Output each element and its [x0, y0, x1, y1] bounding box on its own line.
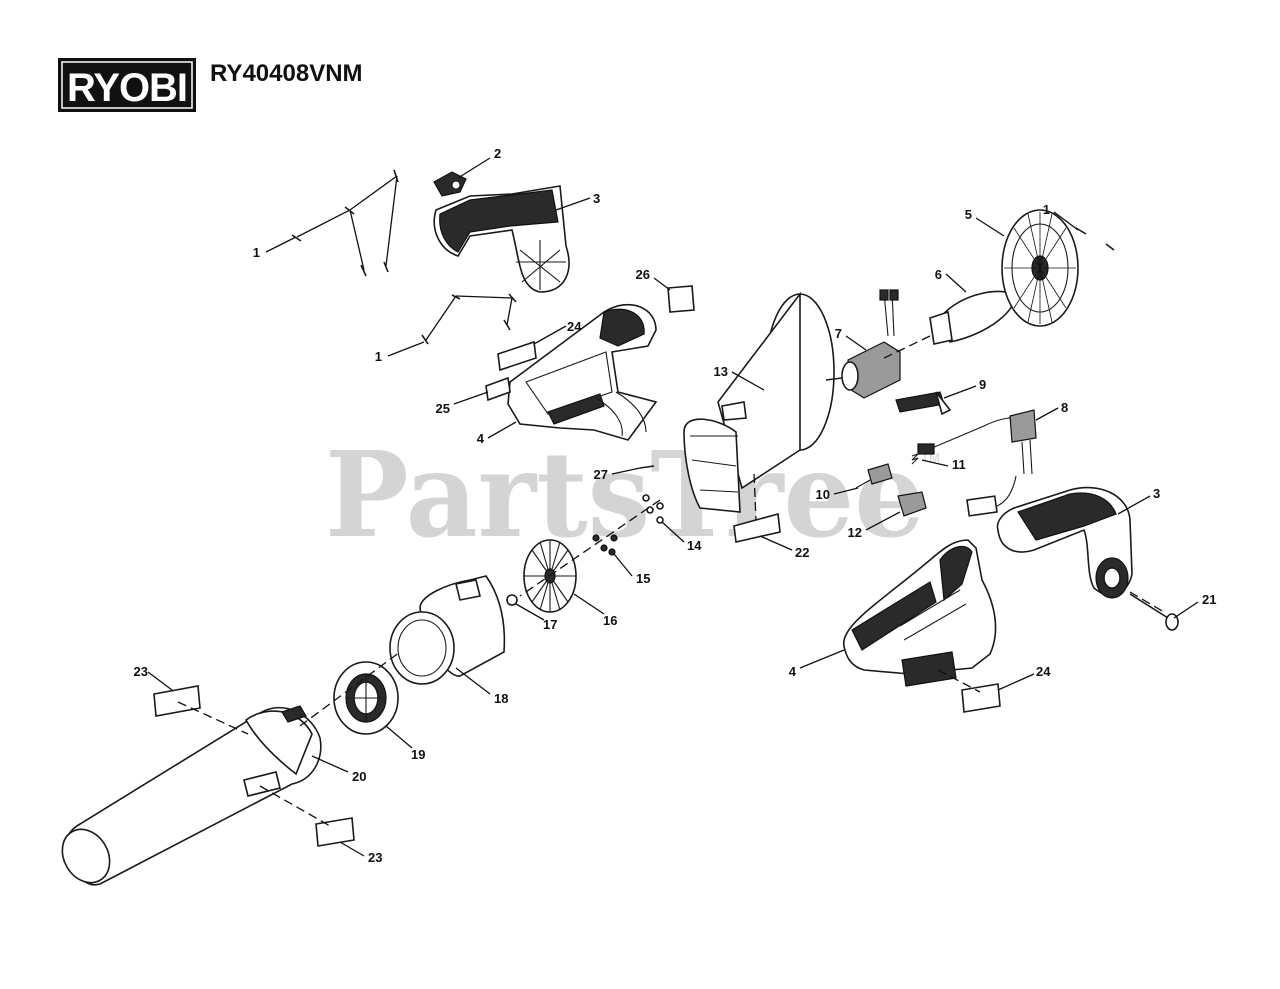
part-12-trigger — [897, 491, 927, 517]
callout-4: 4 — [477, 431, 485, 446]
part-23-label-bottom — [315, 817, 355, 847]
callout-3: 3 — [593, 191, 600, 206]
part-4-housing-right — [843, 539, 997, 687]
part-23-label-top — [153, 685, 201, 717]
callout-7: 7 — [835, 326, 842, 341]
part-6-nose-cone — [929, 290, 1016, 345]
callout-1: 1 — [253, 245, 260, 260]
logo-inner-border — [61, 61, 193, 109]
callout-12: 12 — [848, 525, 862, 540]
part-11-spring — [911, 453, 919, 465]
callout-15: 15 — [636, 571, 650, 586]
part-25-label — [485, 376, 511, 402]
part-17-nut — [506, 594, 518, 606]
part-4-housing-left-top — [507, 303, 658, 441]
logo-background — [58, 58, 196, 112]
callout-4: 4 — [789, 664, 797, 679]
part-5-grille — [1001, 209, 1079, 327]
callout-23: 23 — [134, 664, 148, 679]
part-22-label — [733, 512, 781, 543]
brand-logo: RYOBI — [58, 58, 196, 112]
callout-10: 10 — [816, 487, 830, 502]
part-14-nuts — [642, 494, 664, 524]
callout-labels: 1 2 3 1 24 25 4 26 13 7 6 5 1 9 8 11 10 … — [134, 146, 1217, 865]
part-26-label — [667, 285, 695, 313]
callout-leader-lines — [147, 157, 1199, 857]
assembly-axis-lines — [177, 335, 1165, 827]
part-3-handle-top — [433, 185, 570, 293]
part-9-bracket — [895, 391, 952, 416]
callout-11: 11 — [952, 457, 966, 472]
callout-6: 6 — [935, 267, 942, 282]
part-10-switch — [855, 463, 893, 489]
part-3-handle-right — [996, 486, 1133, 599]
callout-3: 3 — [1153, 486, 1160, 501]
callout-16: 16 — [603, 613, 617, 628]
part-8-wiring-harness — [917, 409, 1037, 517]
callout-9: 9 — [979, 377, 986, 392]
callout-20: 20 — [352, 769, 366, 784]
callout-21: 21 — [1202, 592, 1216, 607]
part-15-screws — [592, 534, 618, 556]
part-20-nozzle — [61, 705, 322, 886]
callout-26: 26 — [636, 267, 650, 282]
callout-13: 13 — [714, 364, 728, 379]
callout-24: 24 — [1036, 664, 1051, 679]
callout-27: 27 — [594, 467, 608, 482]
part-24-label-bottom — [961, 683, 1001, 713]
model-number: RY40408VNM — [210, 60, 363, 87]
part-1-screws-middle-group — [421, 293, 517, 345]
part-24-label-top — [497, 340, 537, 372]
watermark-text: PartsTree — [325, 425, 925, 564]
callout-24: 24 — [567, 319, 582, 334]
callout-2: 2 — [494, 146, 501, 161]
part-7-motor — [825, 289, 901, 399]
callout-17: 17 — [543, 617, 557, 632]
callout-18: 18 — [494, 691, 508, 706]
callout-25: 25 — [436, 401, 450, 416]
callout-14: 14 — [687, 538, 702, 553]
part-1-screws-right-group — [1075, 227, 1115, 251]
part-19-ring — [333, 661, 399, 735]
callout-1: 1 — [375, 349, 382, 364]
part-27-pin — [639, 465, 655, 469]
part-21-bolt — [1129, 593, 1179, 631]
part-18-tube — [389, 575, 506, 685]
callout-1: 1 — [1043, 202, 1050, 217]
callout-23: 23 — [368, 850, 382, 865]
callout-8: 8 — [1061, 400, 1068, 415]
logo-text: RYOBI — [67, 66, 187, 110]
callout-19: 19 — [411, 747, 425, 762]
callout-5: 5 — [965, 207, 972, 222]
part-1-screws-top-group — [291, 169, 399, 277]
part-13-fan-housing — [683, 291, 835, 513]
callout-22: 22 — [795, 545, 809, 560]
